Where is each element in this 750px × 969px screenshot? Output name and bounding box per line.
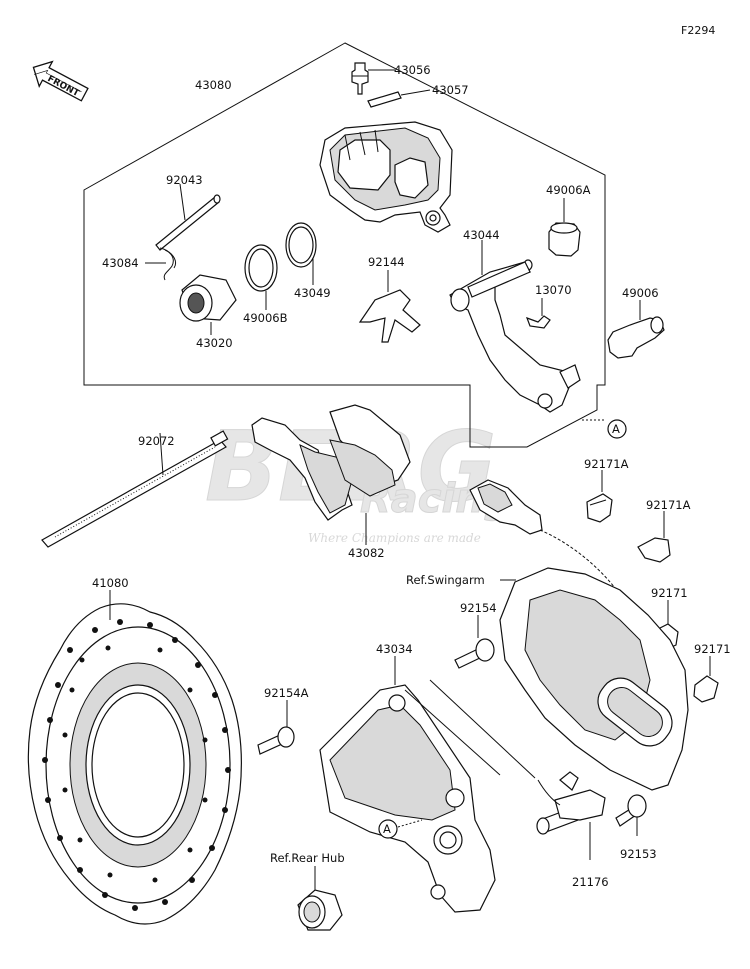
label-92153: 92153	[620, 847, 657, 861]
clip-92171a-right	[637, 511, 671, 563]
caliper-body	[319, 121, 453, 233]
brake-disc	[27, 590, 242, 925]
boot-a	[548, 198, 581, 257]
sensor-bolt	[615, 794, 647, 836]
dust-seal	[244, 244, 278, 310]
watermark-tagline: Where Champions are made	[308, 531, 481, 545]
figure-code: F2294	[681, 24, 715, 37]
caliper-bracket	[449, 240, 581, 413]
label-43080: 43080	[195, 78, 232, 92]
piston	[179, 274, 237, 335]
label-92171a-upper: 92171A	[584, 457, 629, 471]
label-43057: 43057	[432, 83, 469, 97]
callout-a-lower-label: A	[383, 822, 391, 836]
swingarm	[499, 567, 689, 791]
clip	[145, 247, 177, 281]
label-49006b: 49006B	[243, 311, 288, 325]
label-43056: 43056	[394, 63, 431, 77]
label-41080: 41080	[92, 576, 129, 590]
label-92154a: 92154A	[264, 686, 309, 700]
bleeder-cap	[367, 89, 431, 108]
clip-92171-b	[693, 656, 719, 703]
label-43082: 43082	[348, 546, 385, 560]
ref-swingarm: Ref.Swingarm	[406, 573, 485, 587]
disc-bolt	[257, 700, 295, 755]
disc-holes	[42, 619, 231, 911]
label-92072: 92072	[138, 434, 175, 448]
assembly-boundary	[83, 42, 606, 448]
label-92154: 92154	[460, 601, 497, 615]
label-21176: 21176	[572, 875, 609, 889]
front-arrow-icon: FRONT	[32, 60, 89, 102]
label-43084: 43084	[102, 256, 139, 270]
piston-seal	[285, 222, 317, 285]
brake-pads	[251, 404, 411, 545]
label-13070: 13070	[535, 283, 572, 297]
label-92171-a: 92171	[651, 586, 688, 600]
rear-hub-collar	[297, 866, 343, 931]
pad-plate	[525, 298, 551, 329]
label-49006a: 49006A	[546, 183, 591, 197]
caliper-bracket-lower	[319, 656, 536, 913]
label-49006: 49006	[622, 286, 659, 300]
abs-sensor	[536, 771, 606, 860]
label-43044: 43044	[463, 228, 500, 242]
pad-spring	[358, 270, 421, 343]
label-43020: 43020	[196, 336, 233, 350]
bracket-bolt	[454, 615, 495, 669]
callout-a-upper-label: A	[612, 422, 620, 436]
label-92171-b: 92171	[694, 642, 731, 656]
label-43034: 43034	[376, 642, 413, 656]
callout-a-lower: A	[378, 819, 423, 839]
bleeder-valve	[351, 62, 395, 95]
label-92043: 92043	[166, 173, 203, 187]
label-92171a-right: 92171A	[646, 498, 691, 512]
label-43049: 43049	[294, 286, 331, 300]
label-92144: 92144	[368, 255, 405, 269]
clip-92171a-upper	[586, 470, 613, 523]
cable-tie	[41, 430, 229, 548]
callout-a-upper: A	[582, 419, 627, 439]
ref-rear-hub: Ref.Rear Hub	[270, 851, 345, 865]
pin	[155, 183, 221, 251]
boot	[607, 300, 665, 359]
